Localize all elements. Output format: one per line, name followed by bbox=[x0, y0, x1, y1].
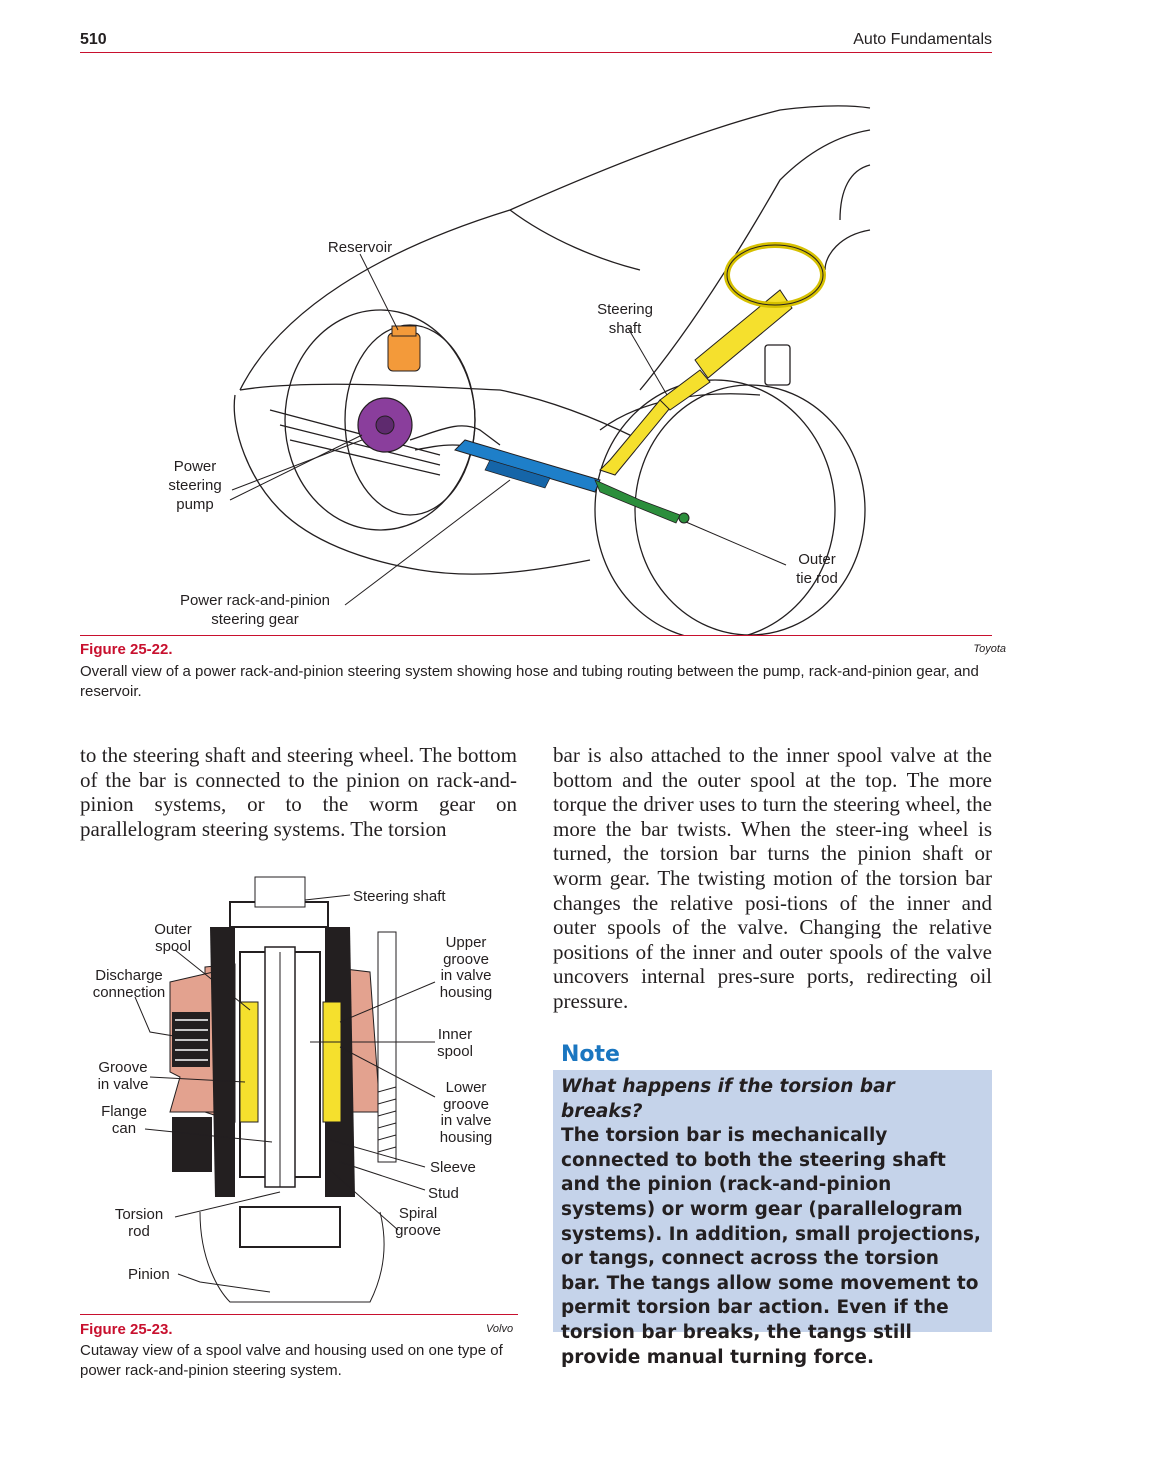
figure-25-23-label: Figure 25-23. bbox=[80, 1321, 173, 1338]
label-pinion: Pinion bbox=[128, 1266, 170, 1283]
label-flange-line1: Flange bbox=[101, 1103, 147, 1120]
label-gear-line1: Power rack-and-pinion bbox=[180, 592, 330, 609]
note-box bbox=[553, 1070, 992, 1332]
label-upper-line4: housing bbox=[440, 984, 493, 1001]
label-tie-rod-line2: tie rod bbox=[796, 570, 838, 587]
label-pump-line1: Power bbox=[174, 458, 217, 475]
figure-25-23-caption: Cutaway view of a spool valve and housin… bbox=[80, 1342, 503, 1379]
label-sleeve: Sleeve bbox=[430, 1159, 476, 1176]
label-steering-shaft-line2: shaft bbox=[609, 320, 642, 337]
label-flange-line2: can bbox=[112, 1120, 136, 1137]
label-steering-shaft: Steering shaft bbox=[353, 888, 446, 905]
label-discharge-line2: connection bbox=[93, 984, 166, 1001]
label-reservoir: Reservoir bbox=[328, 239, 392, 256]
header-rule bbox=[80, 52, 992, 53]
reservoir-part bbox=[387, 325, 421, 372]
label-pump-line3: pump bbox=[176, 496, 214, 513]
label-steering-shaft-line1: Steering bbox=[597, 301, 653, 318]
label-lower-line2: groove bbox=[443, 1096, 489, 1113]
figure-25-23-credit: Volvo bbox=[486, 1323, 514, 1335]
figure-25-23-illustration: Steering shaft Outer spool Discharge con… bbox=[93, 876, 493, 1303]
steering-column-part bbox=[599, 242, 826, 476]
label-groove-line2: in valve bbox=[98, 1076, 149, 1093]
label-upper-line1: Upper bbox=[446, 934, 487, 951]
note-text: The torsion bar is mechanically connecte… bbox=[561, 1125, 981, 1368]
note-title: Note bbox=[561, 1042, 620, 1067]
label-tie-rod-line1: Outer bbox=[798, 551, 836, 568]
label-inner-line1: Inner bbox=[438, 1026, 472, 1043]
note-body: What happens if the torsion bar breaks? … bbox=[561, 1075, 981, 1370]
figure-25-22-illustration: Reservoir Steering shaft Power steering … bbox=[168, 105, 871, 635]
label-upper-line3: in valve bbox=[441, 967, 492, 984]
page-number: 510 bbox=[80, 31, 107, 48]
label-upper-line2: groove bbox=[443, 951, 489, 968]
label-outer-spool-line1: Outer bbox=[154, 921, 192, 938]
label-groove-line1: Groove bbox=[98, 1059, 147, 1076]
label-inner-line2: spool bbox=[437, 1043, 473, 1060]
label-lower-line3: in valve bbox=[441, 1112, 492, 1129]
label-spiral-line2: groove bbox=[395, 1222, 441, 1239]
label-lower-line4: housing bbox=[440, 1129, 493, 1146]
label-outer-spool-line2: spool bbox=[155, 938, 191, 955]
label-discharge-line1: Discharge bbox=[95, 967, 163, 984]
figure-25-23-rule bbox=[80, 1314, 518, 1315]
note-question: What happens if the torsion bar breaks? bbox=[561, 1076, 895, 1122]
figure-25-22-rule bbox=[80, 635, 992, 636]
label-torsion-line2: rod bbox=[128, 1223, 150, 1240]
label-torsion-line1: Torsion bbox=[115, 1206, 163, 1223]
label-gear-line2: steering gear bbox=[211, 611, 299, 628]
label-pump-line2: steering bbox=[168, 477, 221, 494]
running-head-title: Auto Fundamentals bbox=[853, 31, 992, 48]
body-right-column: bar is also attached to the inner spool … bbox=[553, 743, 992, 1013]
label-stud: Stud bbox=[428, 1185, 459, 1202]
figure-25-22-caption: Overall view of a power rack-and-pinion … bbox=[80, 663, 979, 700]
rack-part bbox=[454, 439, 690, 524]
body-left-column: to the steering shaft and steering wheel… bbox=[80, 743, 517, 841]
label-lower-line1: Lower bbox=[446, 1079, 487, 1096]
figure-25-22-credit: Toyota bbox=[973, 643, 1006, 655]
figure-25-22-label: Figure 25-22. bbox=[80, 641, 173, 658]
label-spiral-line1: Spiral bbox=[399, 1205, 437, 1222]
